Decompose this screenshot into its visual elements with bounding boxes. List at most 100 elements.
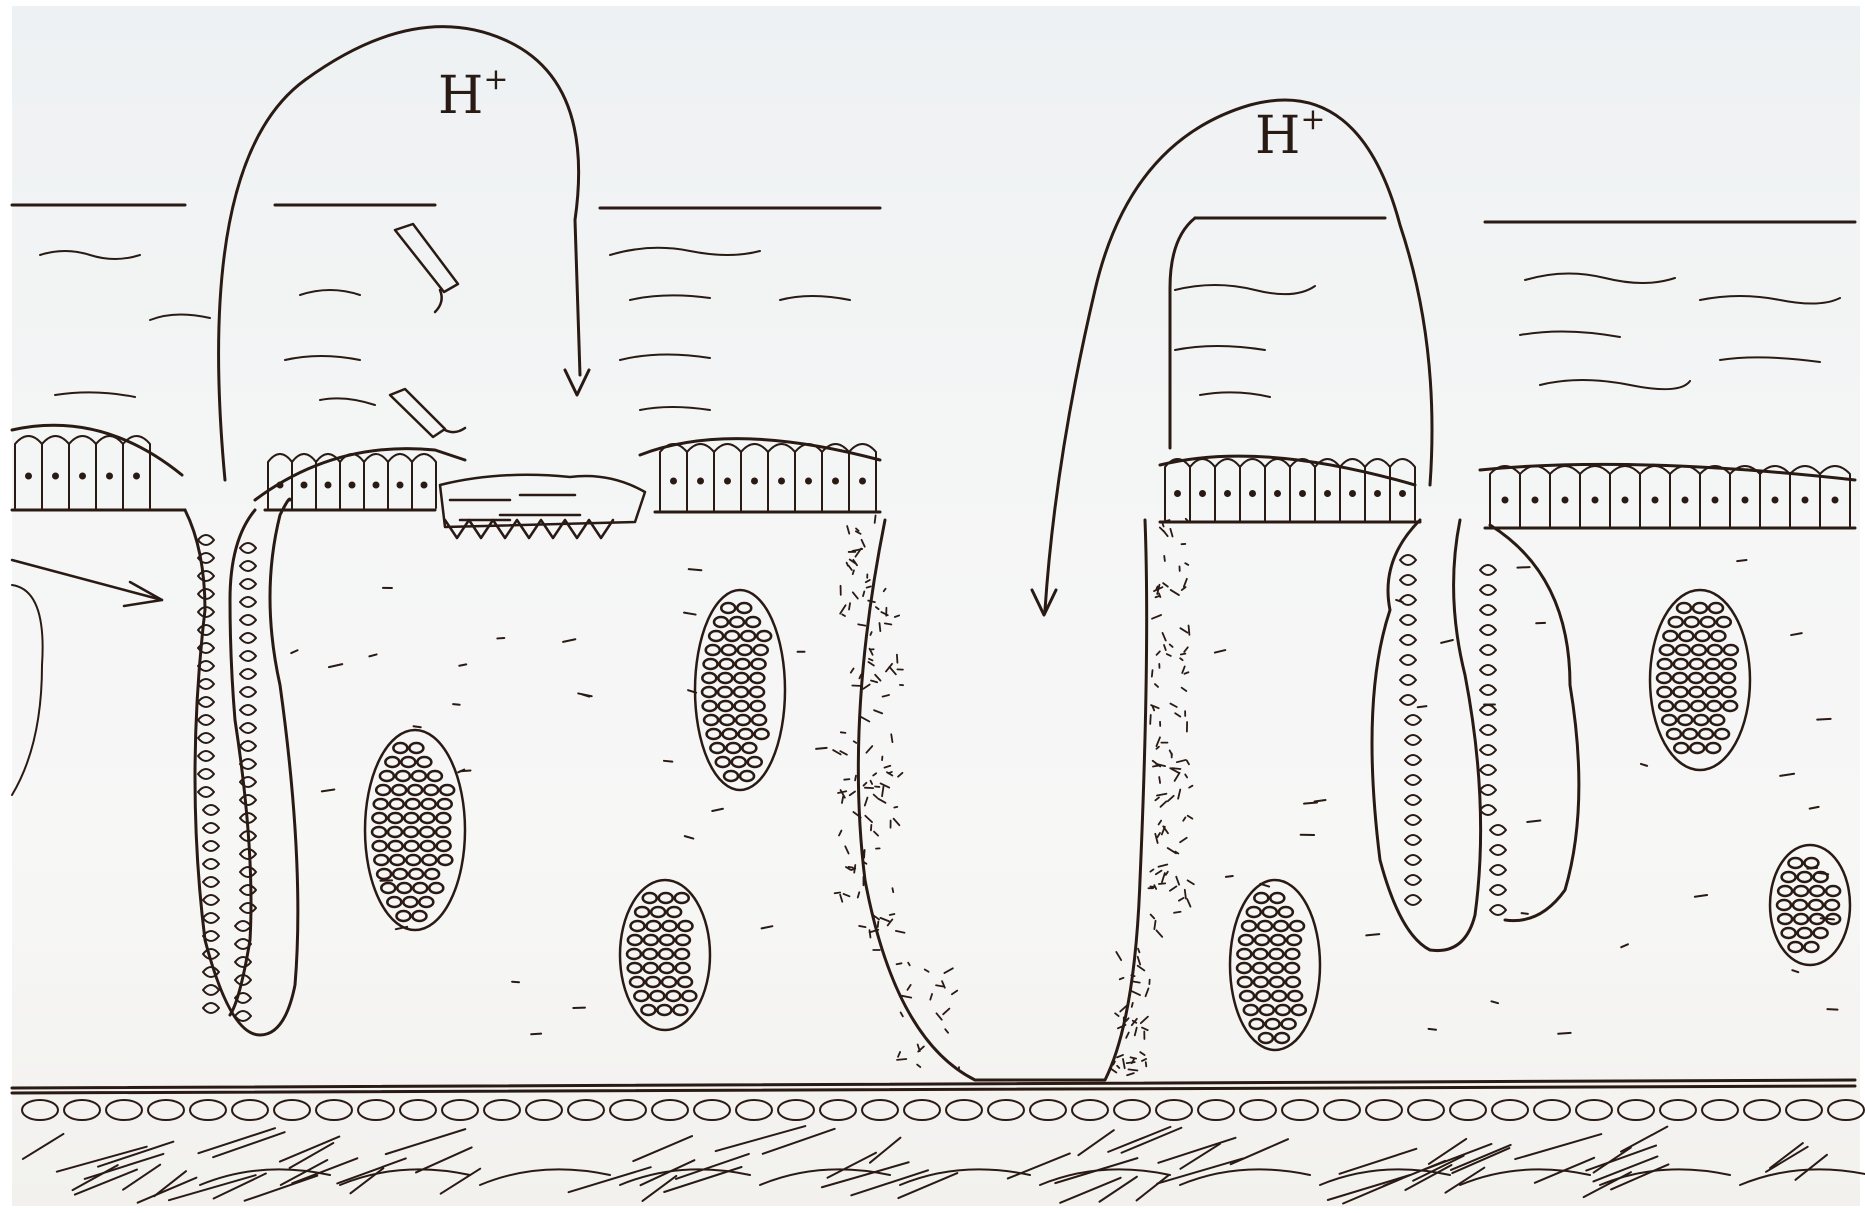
- pit-cell: [198, 625, 214, 635]
- debris-mark: [874, 710, 882, 713]
- follicle-cell: [752, 715, 766, 725]
- debris-mark: [1146, 1062, 1147, 1066]
- proton-symbol-right: H: [1255, 106, 1300, 166]
- debris-mark: [1187, 899, 1190, 907]
- follicle-cell: [437, 841, 451, 851]
- stroma-dash: [1522, 913, 1528, 914]
- debris-mark: [1127, 1073, 1134, 1075]
- cell-nucleus: [1503, 498, 1508, 503]
- debris-mark: [859, 926, 865, 927]
- debris-mark: [1182, 666, 1185, 672]
- follicle-cell: [1662, 715, 1676, 725]
- muscle-cell: [484, 1100, 520, 1120]
- follicle-cell: [719, 701, 733, 711]
- debris-mark: [1184, 672, 1188, 674]
- epithelial-cell: [1365, 459, 1390, 520]
- debris-mark: [874, 832, 878, 836]
- stroma-dash: [1641, 764, 1647, 766]
- erosion-site: [440, 475, 645, 538]
- debris-mark: [1151, 915, 1155, 919]
- stroma-dash: [1441, 640, 1453, 643]
- debris-mark: [1161, 801, 1167, 806]
- muscularis-mucosae: [12, 1080, 1855, 1093]
- hatch-stroke: [1008, 1153, 1070, 1178]
- debris-mark: [873, 773, 876, 775]
- follicle-cell: [1788, 942, 1802, 952]
- follicle-cell: [740, 771, 754, 781]
- cell-nucleus: [1275, 491, 1280, 496]
- debris-mark: [870, 632, 871, 635]
- debris-mark: [870, 781, 872, 784]
- debris-mark: [902, 996, 911, 998]
- lamina-propria-dashes: [291, 560, 1837, 1034]
- follicle-cell: [1253, 949, 1267, 959]
- pit-cell: [1480, 745, 1496, 755]
- follicle-cell: [1285, 963, 1299, 973]
- follicle: [695, 590, 785, 790]
- debris-mark: [1167, 520, 1170, 521]
- pit-cell: [1490, 845, 1506, 855]
- cell-nucleus: [698, 479, 703, 484]
- follicle-cell: [663, 921, 677, 931]
- pit-cell: [198, 571, 214, 581]
- debris-mark: [1155, 834, 1157, 843]
- follicle-cell: [1705, 687, 1719, 697]
- follicle-cell: [659, 949, 673, 959]
- follicle-cell: [704, 659, 718, 669]
- follicle-cell: [703, 701, 717, 711]
- debris-mark: [855, 776, 856, 781]
- debris-mark: [849, 566, 852, 570]
- stroma-dash: [1215, 650, 1225, 652]
- follicle-cell: [1717, 617, 1731, 627]
- follicle-cell: [393, 743, 407, 753]
- pit-cell: [198, 535, 214, 545]
- follicle-cell: [644, 935, 658, 945]
- cell-nucleus: [1653, 498, 1658, 503]
- stroma-dash: [578, 693, 591, 696]
- debris-mark: [894, 819, 900, 826]
- hatch-stroke: [386, 1129, 466, 1154]
- stroma-dash: [453, 704, 460, 705]
- cell-nucleus: [350, 483, 355, 488]
- stroma-dash: [762, 926, 773, 928]
- cell-nucleus: [1683, 498, 1688, 503]
- epithelial-cell: [1315, 459, 1340, 520]
- debris-mark: [845, 846, 848, 853]
- follicle-cell: [1675, 701, 1689, 711]
- stroma-dash: [512, 982, 519, 983]
- muscle-cell: [442, 1100, 478, 1120]
- debris-mark: [1158, 865, 1167, 867]
- follicle-cell: [667, 907, 681, 917]
- cell-nucleus: [779, 479, 784, 484]
- debris-mark: [1142, 1028, 1148, 1031]
- follicle-cell: [413, 883, 427, 893]
- follicle-cell: [390, 855, 404, 865]
- pit-cell: [1480, 645, 1496, 655]
- epithelial-cells: [15, 436, 1850, 526]
- follicle-cell: [1674, 743, 1688, 753]
- debris-mark: [1159, 777, 1160, 783]
- follicle-cell: [734, 673, 748, 683]
- epithelial-cell: [1760, 466, 1790, 526]
- debris-mark: [1152, 670, 1153, 676]
- debris-mark: [1182, 688, 1187, 691]
- follicle-cell: [417, 757, 431, 767]
- pit-cell: [1480, 685, 1496, 695]
- pit-cell: [1480, 705, 1496, 715]
- cell-nucleus: [1833, 498, 1838, 503]
- follicle-cell: [1258, 921, 1272, 931]
- follicle-cell: [738, 645, 752, 655]
- follicle-cell: [1794, 886, 1808, 896]
- follicle-cell: [377, 869, 391, 879]
- stroma-dash: [1315, 800, 1326, 802]
- hatch-stroke: [1122, 1128, 1182, 1153]
- pit-cell: [203, 895, 219, 905]
- debris-mark: [853, 570, 854, 574]
- hatch-stroke: [57, 1147, 147, 1172]
- muscle-cell: [1324, 1100, 1360, 1120]
- proton-label-right: H+: [1255, 110, 1326, 162]
- debris-mark: [844, 779, 849, 780]
- epithelial-cell: [388, 454, 412, 508]
- debris-mark: [930, 994, 932, 1000]
